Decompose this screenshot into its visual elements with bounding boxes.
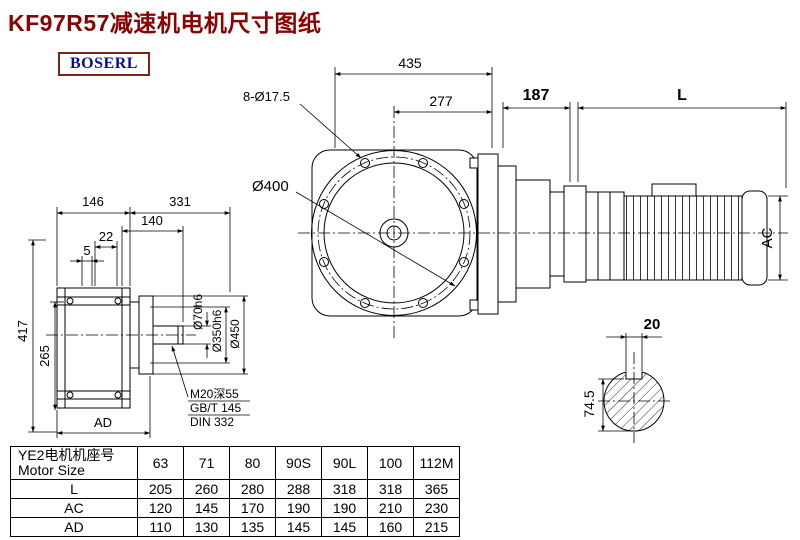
fan-cover: [741, 190, 768, 286]
motor-body: [623, 195, 743, 281]
dim-key-width-label: 20: [644, 316, 661, 333]
dim-140-label: 140: [141, 213, 163, 228]
table-header-motor-size: YE2电机机座号 Motor Size: [10, 446, 138, 480]
left-view-dimensions: [28, 207, 250, 438]
dim-AC-label: AC: [759, 227, 776, 248]
dim-flange-od-label: Ø450: [228, 319, 242, 349]
housing-bolt: [66, 391, 74, 399]
bolt-hole: [360, 158, 370, 168]
table-cell: 365: [413, 479, 460, 499]
motor-flange: [563, 185, 587, 283]
table-cell: 210: [367, 498, 414, 518]
callout-din-label: DIN 332: [190, 415, 234, 429]
callout-gb-label: GB/T 145: [190, 401, 241, 415]
flange-bolt-bottom: [469, 299, 479, 311]
dim-flange-dia-label: Ø400: [252, 178, 289, 195]
table-row-AC: AC 120 145 170 190 190 210 230: [10, 498, 460, 518]
bolt-hole: [459, 257, 469, 267]
flange-bolt-top: [469, 157, 479, 169]
table-cell: 145: [275, 517, 322, 537]
side-view-dimensions: [502, 102, 788, 281]
housing-bolt: [114, 391, 122, 399]
gearbox-body: [56, 287, 131, 409]
table-cell: 280: [229, 479, 276, 499]
table-size-80: 80: [229, 446, 276, 480]
table-row-L: L 205 260 280 288 318 318 365: [10, 479, 460, 499]
table-header-row: YE2电机机座号 Motor Size 63 71 80 90S 90L 100…: [10, 446, 460, 480]
bolt-hole: [360, 298, 370, 308]
table-size-90L: 90L: [321, 446, 368, 480]
adapter-section: [515, 179, 551, 289]
dim-shaft-dia-label: Ø70h6: [191, 294, 205, 330]
housing-bolt: [66, 297, 74, 305]
table-header-en: Motor Size: [18, 462, 85, 478]
dim-146-label: 146: [82, 194, 104, 209]
adapter-neck: [549, 191, 565, 277]
dim-277-label: 277: [429, 93, 453, 109]
table-cell: 318: [367, 479, 414, 499]
row-label-L: L: [10, 479, 138, 499]
bolt-hole: [319, 257, 329, 267]
motor-drive-end: [585, 191, 625, 281]
table-cell: 215: [413, 517, 460, 537]
centerlines: [46, 106, 788, 443]
table-cell: 288: [275, 479, 322, 499]
housing-bolt: [114, 297, 122, 305]
side-view: [469, 153, 768, 315]
table-size-71: 71: [183, 446, 230, 480]
shaft-section-dimensions: [598, 333, 662, 432]
table-cell: 145: [321, 517, 368, 537]
table-cell: 190: [321, 498, 368, 518]
row-label-AC: AC: [10, 498, 138, 518]
dim-331-label: 331: [169, 194, 191, 209]
left-view: [56, 287, 184, 409]
bolt-hole: [459, 199, 469, 209]
page-title: KF97R57减速机电机尺寸图纸: [8, 10, 322, 36]
bolt-hole: [418, 158, 428, 168]
table-size-63: 63: [137, 446, 184, 480]
dim-AD-label: AD: [94, 415, 112, 430]
dim-22-label: 22: [99, 229, 113, 244]
bolt-hole: [418, 298, 428, 308]
dim-5-label: 5: [83, 243, 90, 258]
table-cell: 135: [229, 517, 276, 537]
table-size-90S: 90S: [275, 446, 322, 480]
output-flange-plate: [477, 153, 499, 315]
boserl-logo: BOSERL: [58, 52, 150, 76]
table-cell: 110: [137, 517, 184, 537]
motor-size-table: YE2电机机座号 Motor Size 63 71 80 90S 90L 100…: [10, 446, 460, 537]
gear-housing-section: [497, 165, 517, 303]
terminal-box: [651, 183, 697, 197]
boserl-logo-text: BOSERL: [70, 55, 138, 72]
table-cell: 230: [413, 498, 460, 518]
table-cell: 120: [137, 498, 184, 518]
callout-thread-label: M20深55: [190, 387, 239, 401]
dim-spigot-dia-label: Ø350h6: [210, 309, 224, 352]
front-view-dimensions: [295, 67, 493, 287]
dim-435-label: 435: [398, 55, 422, 71]
dim-key-depth-label: 74.5: [581, 390, 597, 417]
table-cell: 145: [183, 498, 230, 518]
table-cell: 318: [321, 479, 368, 499]
row-label-AD: AD: [10, 517, 138, 537]
dim-L-label: L: [677, 87, 687, 104]
dim-417-label: 417: [15, 320, 30, 342]
dim-265-label: 265: [37, 345, 52, 367]
table-header-cn: YE2电机机座号: [18, 447, 115, 463]
table-cell: 160: [367, 517, 414, 537]
dim-187-label: 187: [523, 87, 550, 104]
table-cell: 170: [229, 498, 276, 518]
dim-bolt-holes-label: 8-Ø17.5: [243, 89, 290, 104]
table-cell: 190: [275, 498, 322, 518]
table-row-AD: AD 110 130 135 145 145 160 215: [10, 517, 460, 537]
table-cell: 205: [137, 479, 184, 499]
table-cell: 260: [183, 479, 230, 499]
table-cell: 130: [183, 517, 230, 537]
table-size-112M: 112M: [413, 446, 460, 480]
table-size-100: 100: [367, 446, 414, 480]
